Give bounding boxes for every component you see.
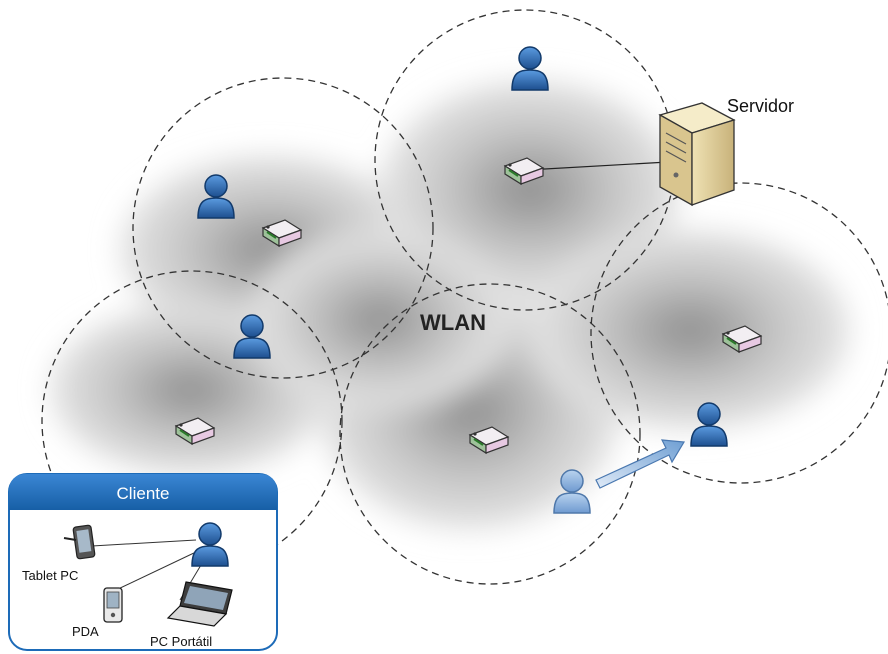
server-tower-icon: [658, 102, 736, 207]
client-panel-title: Cliente: [117, 484, 170, 503]
coverage-circle-4: [339, 283, 641, 585]
wlan-label: WLAN: [420, 310, 486, 335]
tablet-label: Tablet PC: [22, 568, 78, 583]
roaming-arrow: [595, 439, 686, 489]
pda-label: PDA: [72, 624, 99, 639]
coverage-circle-1: [132, 77, 434, 379]
tablet-icon: [63, 524, 96, 560]
wlan-cloud: [50, 80, 850, 530]
laptop-icon: [166, 581, 233, 627]
coverage-circle-3: [41, 270, 343, 572]
server-label: Servidor: [727, 96, 794, 116]
server-link: [526, 161, 669, 171]
coverage-circle-5: [590, 182, 888, 484]
laptop-label: PC Portátil: [150, 634, 212, 649]
user-icon: [511, 46, 549, 91]
client-panel: Cliente Tablet PC PDA PC Portátil: [8, 473, 278, 651]
pda-icon: [103, 587, 123, 623]
